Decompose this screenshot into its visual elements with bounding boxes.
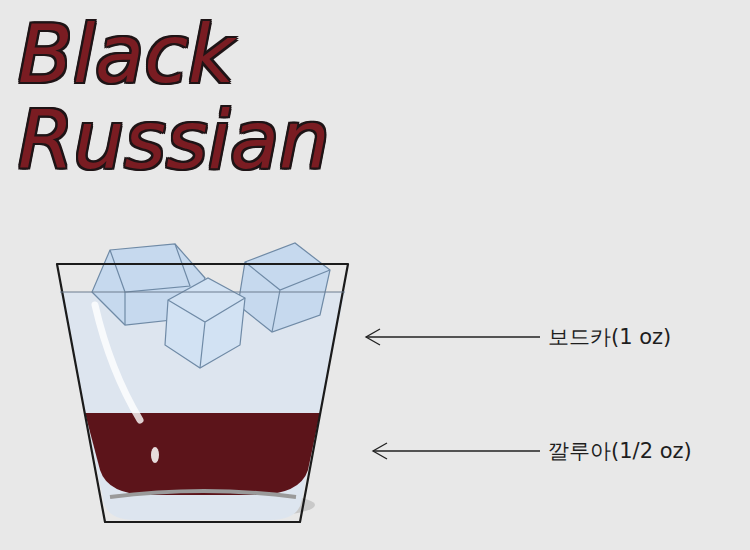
diagram-title: Black Russian [18,12,363,185]
ingredient-label: 보드카(1 oz) [548,323,671,351]
kahlua-layer [85,413,320,495]
ingredient-label: 깔루아(1/2 oz) [548,437,692,465]
glass-highlight [151,447,159,463]
ice-cubes [92,243,330,368]
glass-base [110,491,296,497]
glass-highlight [95,305,140,420]
leader-arrow [366,329,540,459]
liquid-surface [60,292,345,293]
glass-outline [57,264,348,522]
